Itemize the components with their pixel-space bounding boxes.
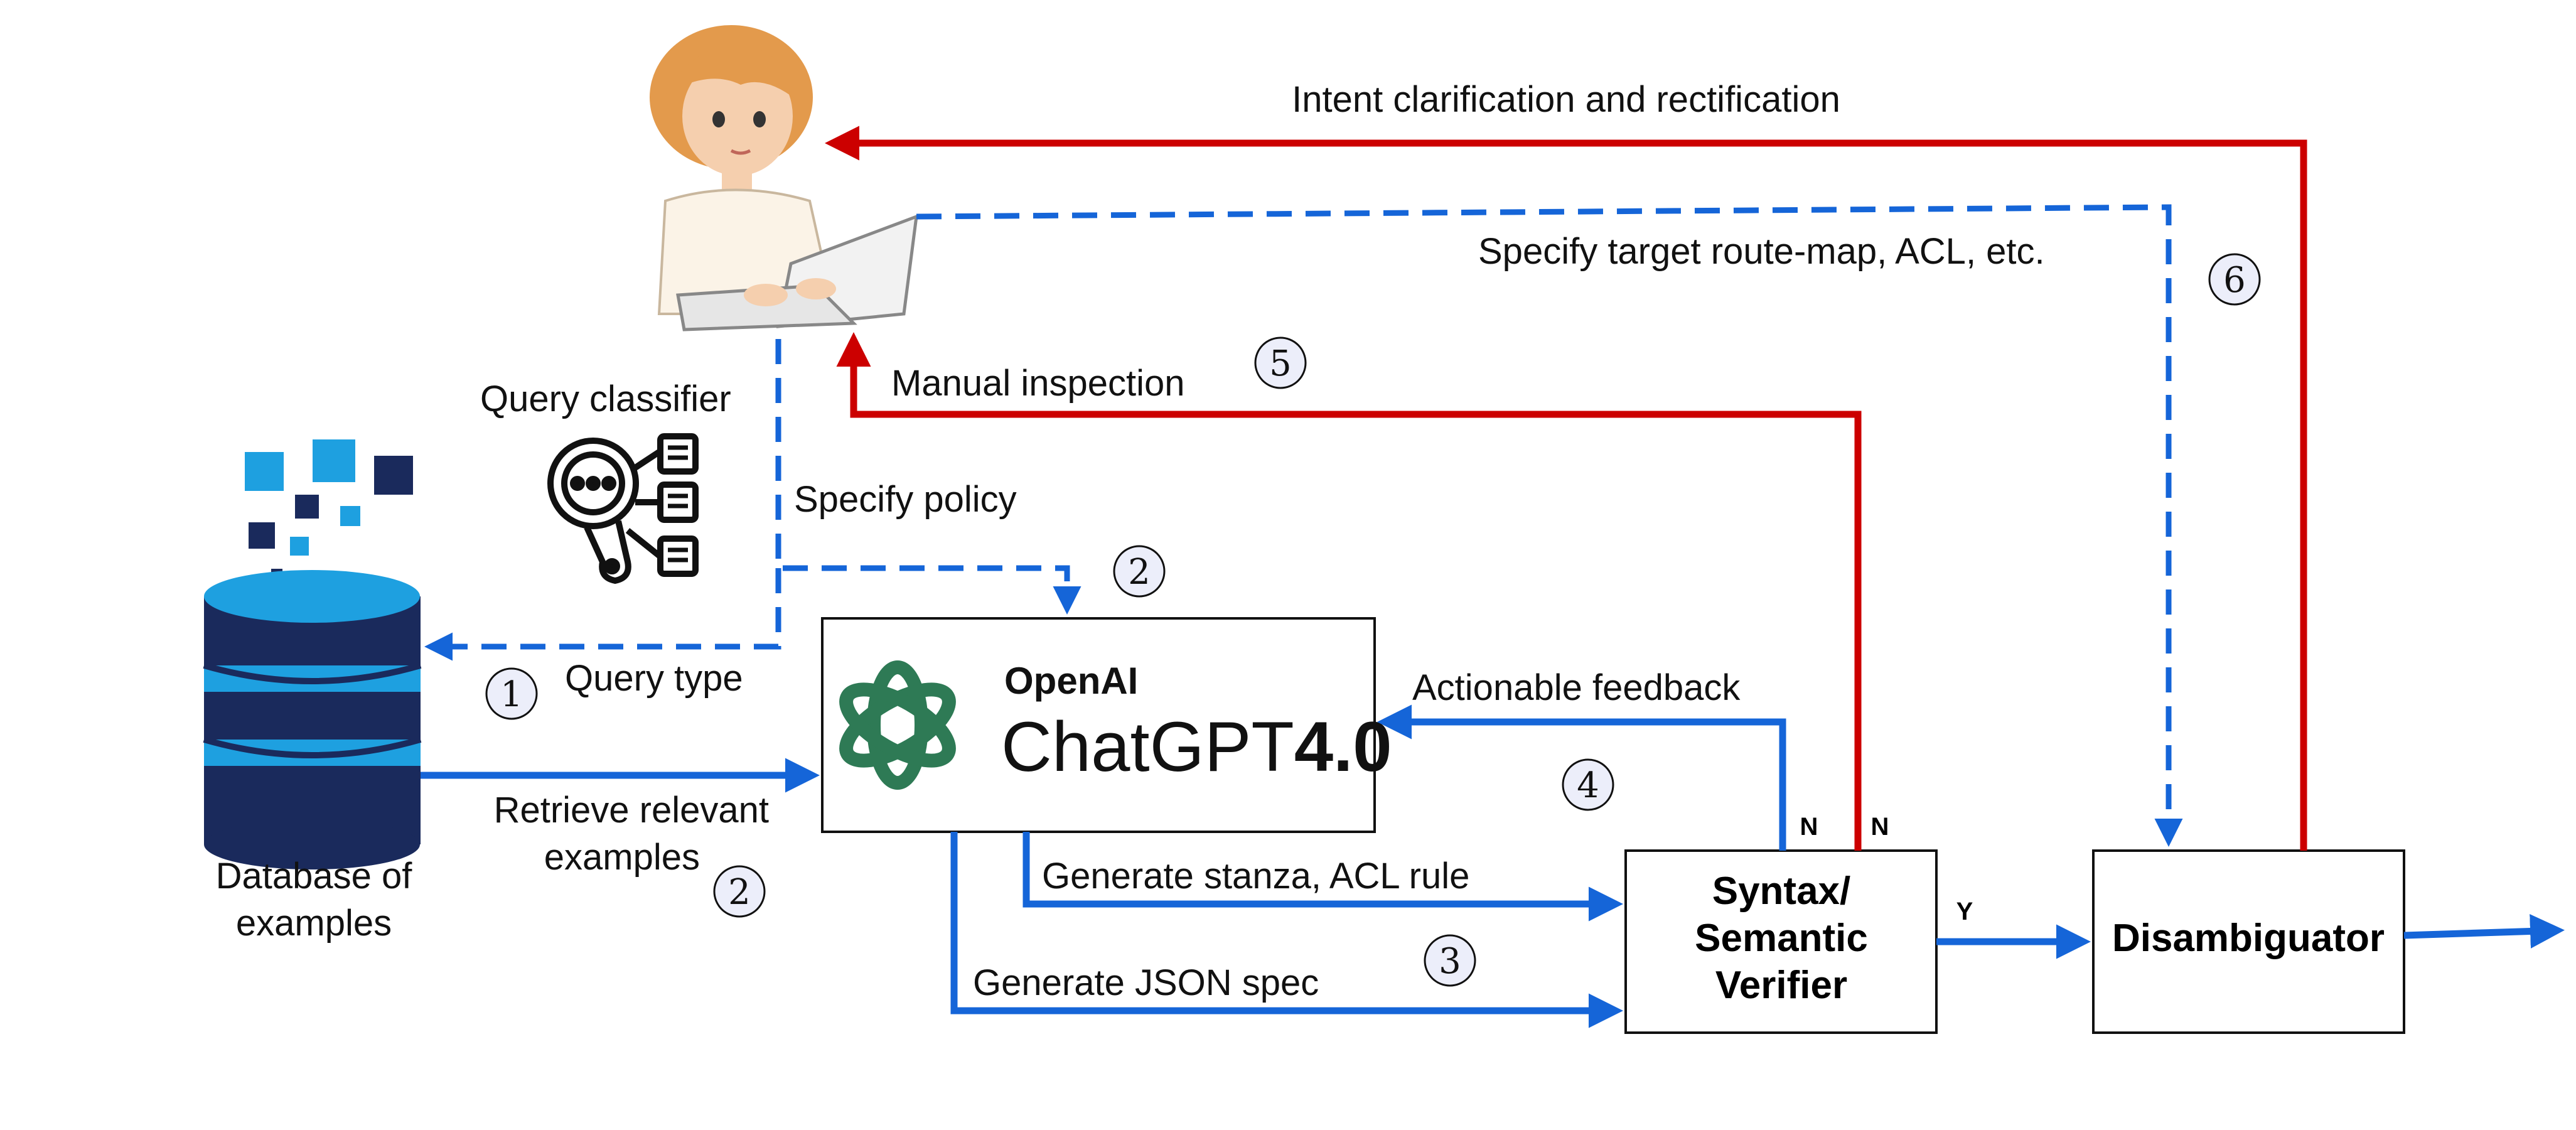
- llm-box: [821, 617, 1376, 833]
- database-icon: [203, 439, 422, 869]
- actionable-feedback-edge: [1377, 704, 1786, 851]
- output-edge: [2403, 913, 2565, 949]
- step-badge-2-retrieve: [713, 865, 766, 918]
- disambiguator-label: Disambiguator: [2112, 917, 2385, 960]
- verifier-box: [1624, 849, 1938, 1034]
- generate-json-label: Generate JSON spec: [973, 962, 1319, 1003]
- verifier-label-line1: Syntax/: [1712, 869, 1851, 913]
- query-type-label: Query type: [565, 658, 743, 699]
- target-spec-edge: [916, 204, 2183, 847]
- query-type-edge: [424, 568, 781, 661]
- openai-logo-icon: [839, 660, 956, 790]
- magnifier-document-icon: [547, 433, 699, 584]
- step-number-6: 6: [2223, 260, 2246, 301]
- step-badge-6: [2208, 253, 2261, 306]
- user-at-laptop-icon: [650, 25, 919, 331]
- intent-clarification-label: Intent clarification and rectification: [1292, 79, 1840, 120]
- intent-clarification-edge: [825, 126, 2307, 851]
- step-number-3: 3: [1439, 941, 1461, 982]
- step-badge-2-policy: [1113, 545, 1166, 598]
- disambiguator-box: [2092, 849, 2405, 1034]
- retrieve-label-line2: examples: [544, 837, 700, 878]
- step-number-2-retrieve: 2: [728, 872, 751, 913]
- step-badge-1: [485, 667, 538, 720]
- retrieve-label-line1: Retrieve relevant: [494, 790, 769, 831]
- specify-policy-edge: [775, 339, 1081, 615]
- specify-policy-label: Specify policy: [794, 479, 1017, 520]
- query-classifier-label: Query classifier: [480, 379, 731, 419]
- verifier-label-line3: Verifier: [1715, 964, 1847, 1007]
- database-label-line2: examples: [236, 903, 392, 944]
- step-badge-3: [1424, 934, 1476, 987]
- generate-stanza-label: Generate stanza, ACL rule: [1042, 856, 1469, 896]
- generate-stanza-edge: [1022, 832, 1623, 922]
- openai-brand-text: OpenAI: [1004, 660, 1138, 702]
- target-spec-label: Specify target route-map, ACL, etc.: [1478, 231, 2045, 272]
- verifier-label-line2: Semantic: [1695, 917, 1868, 960]
- database-label-line1: Database of: [216, 856, 413, 896]
- step-number-2-policy: 2: [1128, 552, 1151, 593]
- step-number-1: 1: [500, 674, 523, 715]
- step-number-5: 5: [1269, 343, 1292, 384]
- manual-inspection-label: Manual inspection: [891, 363, 1185, 404]
- generate-json-edge: [950, 832, 1623, 1028]
- manual-inspection-edge: [836, 332, 1862, 851]
- no-feedback-label: N: [1800, 813, 1818, 841]
- actionable-feedback-label: Actionable feedback: [1412, 667, 1741, 708]
- yes-label: Y: [1956, 898, 1973, 925]
- step-badge-4: [1562, 758, 1614, 811]
- no-manual-label: N: [1871, 813, 1889, 841]
- chatgpt-product-text: ChatGPT4.0: [1001, 708, 1392, 786]
- step-number-4: 4: [1577, 765, 1599, 806]
- step-badge-5: [1254, 336, 1307, 389]
